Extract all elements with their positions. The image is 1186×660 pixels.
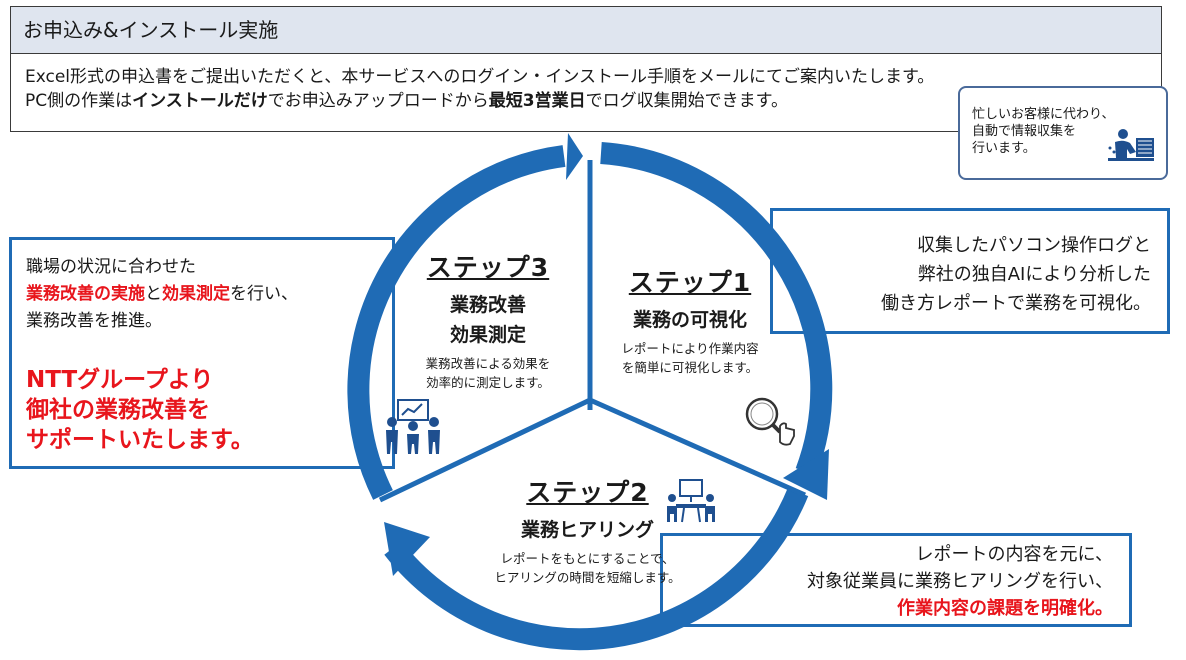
callout-line-1: 忙しいお客様に代わり、 xyxy=(972,107,1115,122)
cycle-arc-1 xyxy=(600,142,833,500)
banner-line-2-bold-2: 最短3営業日 xyxy=(488,91,586,111)
improvement-support-box: 職場の状況に合わせた 業務改善の実施と効果測定を行い、 業務改善を推進。 NTT… xyxy=(9,237,395,469)
step-2-desc-line-1: レポートをもとにすることで、 xyxy=(500,551,675,566)
step-3-subtitle: 業務改善 効果測定 xyxy=(398,290,578,350)
left-box-conj: と xyxy=(145,284,162,304)
banner-title: お申込み&インストール実施 xyxy=(11,7,1161,54)
person-at-computer-icon xyxy=(1108,129,1154,161)
callout-text: 忙しいお客様に代わり、 自動で情報収集を 行います。 xyxy=(972,106,1122,157)
left-box-red-2: 効果測定 xyxy=(162,284,230,304)
presentation-icon xyxy=(386,399,440,454)
bottom-box-line-1: レポートの内容を元に、 xyxy=(915,544,1113,565)
step-3-desc-line-1: 業務改善による効果を xyxy=(425,356,551,371)
step-1-subtitle: 業務の可視化 xyxy=(632,309,747,331)
banner-line-2-part-1: PC側の作業は xyxy=(25,91,133,111)
magnifier-icon xyxy=(745,397,795,446)
step-3-subtitle-line-1: 業務改善 xyxy=(449,294,526,316)
right-box-line-2: 弊社の独自AIにより分析した xyxy=(917,264,1151,285)
right-box-line-1: 収集したパソコン操作ログと xyxy=(917,235,1151,256)
ntt-line-3: サポートいたします。 xyxy=(26,427,254,453)
cycle-dividers xyxy=(378,160,807,503)
banner-line-2-bold-1: インストールだけ xyxy=(132,91,268,111)
step-3-subtitle-line-2: 効果測定 xyxy=(449,324,526,346)
visualization-box: 収集したパソコン操作ログと 弊社の独自AIにより分析した 働き方レポートで業務を… xyxy=(770,208,1170,334)
banner-line-2-part-2: でお申込みアップロードから xyxy=(267,91,489,111)
bottom-box-line-3: 作業内容の課題を明確化。 xyxy=(897,598,1113,619)
ntt-line-1: NTTグループより xyxy=(26,367,214,393)
left-box-red-1: 業務改善の実施 xyxy=(26,284,145,304)
step-1-desc-line-2: を簡単に可視化します。 xyxy=(621,360,759,375)
step-1-title: ステップ1 xyxy=(628,268,752,297)
step-3: ステップ3 業務改善 効果測定 業務改善による効果を 効率的に測定します。 xyxy=(398,248,578,392)
banner-body: Excel形式の申込書をご提出いただくと、本サービスへのログイン・インストール手… xyxy=(25,65,1147,113)
step-2-subtitle: 業務ヒアリング xyxy=(520,519,654,541)
banner-line-1: Excel形式の申込書をご提出いただくと、本サービスへのログイン・インストール手… xyxy=(25,67,935,87)
ntt-line-2: 御社の業務改善を xyxy=(26,397,210,423)
left-box-line-2: 業務改善の実施と効果測定を行い、 xyxy=(26,281,298,308)
callout-line-3: 行います。 xyxy=(972,141,1036,156)
left-box-line-3: 業務改善を推進。 xyxy=(26,311,162,331)
step-2-description: レポートをもとにすることで、 ヒアリングの時間を短縮します。 xyxy=(480,549,695,587)
step-3-description: 業務改善による効果を 効率的に測定します。 xyxy=(398,354,578,392)
meeting-icon xyxy=(667,479,715,523)
left-box-tail: を行い、 xyxy=(230,284,298,304)
right-box-line-3: 働き方レポートで業務を可視化。 xyxy=(881,293,1151,314)
ntt-support-message: NTTグループより 御社の業務改善を サポートいたします。 xyxy=(26,365,254,455)
step-1: ステップ1 業務の可視化 レポートにより作業内容 を簡単に可視化します。 xyxy=(610,263,770,377)
step-3-desc-line-2: 効率的に測定します。 xyxy=(426,375,550,390)
bottom-box-line-2: 対象従業員に業務ヒアリングを行い、 xyxy=(807,571,1113,592)
cycle-arc-3 xyxy=(347,133,583,500)
banner-line-2-part-3: でログ収集開始できます。 xyxy=(585,91,788,111)
auto-collection-callout: 忙しいお客様に代わり、 自動で情報収集を 行います。 xyxy=(958,86,1168,180)
application-banner: お申込み&インストール実施 Excel形式の申込書をご提出いただくと、本サービス… xyxy=(10,6,1162,132)
step-1-description: レポートにより作業内容 を簡単に可視化します。 xyxy=(610,339,770,377)
left-box-line-1: 職場の状況に合わせた xyxy=(26,257,196,277)
hearing-box: レポートの内容を元に、 対象従業員に業務ヒアリングを行い、 作業内容の課題を明確… xyxy=(660,533,1132,627)
step-2-title: ステップ2 xyxy=(526,478,649,507)
step-2-desc-line-2: ヒアリングの時間を短縮します。 xyxy=(494,570,681,585)
callout-line-2: 自動で情報収集を xyxy=(972,124,1077,139)
step-1-desc-line-1: レポートにより作業内容 xyxy=(621,341,759,356)
banner-line-2: PC側の作業はインストールだけでお申込みアップロードから最短3営業日でログ収集開… xyxy=(25,89,1147,113)
step-3-title: ステップ3 xyxy=(426,253,550,282)
cycle-arc-2 xyxy=(384,487,809,651)
step-2: ステップ2 業務ヒアリング レポートをもとにすることで、 ヒアリングの時間を短縮… xyxy=(480,473,695,587)
